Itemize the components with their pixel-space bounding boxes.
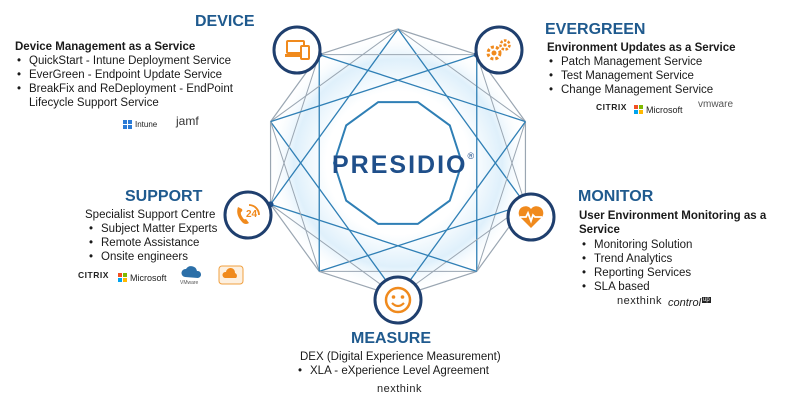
monitor-item: Reporting Services: [580, 266, 692, 280]
jamf-logo: jamf: [176, 114, 199, 128]
microsoft-logo-text: Microsoft: [130, 272, 167, 283]
microsoft-logo-text: Microsoft: [646, 104, 683, 115]
star-edge: [270, 53, 477, 123]
star-edge: [270, 121, 399, 298]
chord-edge: [476, 121, 526, 272]
controlup-logo-text: control: [668, 297, 702, 309]
outer-edge: [319, 28, 399, 56]
evergreen-item: Patch Management Service: [547, 55, 713, 69]
chord-edge: [270, 204, 399, 298]
device-item-list: QuickStart - Intune Deployment Service E…: [15, 54, 233, 96]
nexthink-logo: nexthink: [617, 295, 662, 307]
chord-edge: [476, 54, 526, 205]
evergreen-subtitle: Environment Updates as a Service: [547, 42, 736, 54]
outer-edge: [397, 28, 477, 56]
microsoft-logo: Microsoft: [118, 269, 167, 283]
presidio-logo-text: PRESIDIO: [332, 151, 468, 179]
outer-edge: [270, 204, 320, 272]
star-edge: [319, 203, 526, 273]
monitor-item: Trend Analytics: [580, 252, 692, 266]
citrix-logo: CITRIX: [78, 270, 109, 280]
registered-mark: ®: [467, 151, 477, 161]
support-node-circle: [223, 190, 273, 240]
star-edge: [319, 53, 526, 123]
measure-heading: MEASURE: [351, 330, 432, 347]
evergreen-node-circle: [474, 25, 524, 75]
cloud-service-logo: [218, 265, 244, 287]
monitor-item: SLA based: [580, 280, 692, 294]
chord-edge: [270, 121, 320, 272]
monitor-item: Monitoring Solution: [580, 238, 692, 252]
device-node-circle: [272, 25, 322, 75]
chord-edge: [397, 28, 526, 122]
heart-pulse-icon: [518, 206, 544, 228]
monitor-item-list: Monitoring Solution Trend Analytics Repo…: [580, 238, 692, 294]
support-item: Remote Assistance: [87, 236, 217, 250]
vmware-cloud-logo: VMware: [180, 264, 204, 286]
device-item: QuickStart - Intune Deployment Service: [15, 54, 233, 68]
nexthink-logo: nexthink: [377, 383, 422, 395]
support-item: Onsite engineers: [87, 250, 217, 264]
laptop-phone-icon: [285, 40, 310, 60]
jamf-logo-text: jamf: [176, 114, 199, 128]
evergreen-heading: EVERGREEN: [545, 21, 646, 38]
microsoft-logo: Microsoft: [634, 101, 683, 115]
device-item: EverGreen - Endpoint Update Service: [15, 68, 233, 82]
svg-text:24: 24: [246, 209, 258, 220]
measure-item-list: XLA - eXperience Level Agreement: [296, 364, 489, 378]
cloud-icon: [181, 266, 202, 278]
inner-decagon: [332, 101, 464, 225]
evergreen-item: Test Management Service: [547, 69, 713, 83]
device-subtitle: Device Management as a Service: [15, 41, 196, 53]
star-edge: [270, 28, 399, 205]
evergreen-item-list: Patch Management Service Test Management…: [547, 55, 713, 97]
device-item: BreakFix and ReDeployment - EndPoint: [15, 82, 233, 96]
measure-node-circle: [373, 275, 423, 325]
star-edge: [270, 203, 477, 273]
monitor-subtitle-line1: User Environment Monitoring as a: [579, 210, 767, 222]
presidio-logo: PRESIDIO®: [332, 151, 476, 180]
support-subtitle: Specialist Support Centre: [85, 209, 216, 221]
measure-subtitle: DEX (Digital Experience Measurement): [300, 351, 501, 363]
device-heading: DEVICE: [195, 13, 255, 30]
monitor-heading: MONITOR: [578, 188, 654, 205]
support-heading: SUPPORT: [125, 188, 203, 205]
phone-24-icon: 24: [237, 204, 260, 224]
measure-item: XLA - eXperience Level Agreement: [296, 364, 489, 378]
gears-icon: [486, 39, 511, 61]
star-edge: [397, 121, 526, 298]
intune-logo: Intune: [123, 116, 157, 129]
monitor-subtitle-line2: Service: [579, 224, 620, 236]
vmware-logo-text: VMware: [180, 280, 199, 286]
star-edge: [397, 28, 526, 205]
support-item: Subject Matter Experts: [87, 222, 217, 236]
intune-logo-text: Intune: [135, 120, 158, 129]
vmware-logo: vmware: [698, 99, 734, 110]
evergreen-item: Change Management Service: [547, 83, 713, 97]
device-item-continuation: Lifecycle Support Service: [29, 97, 159, 109]
citrix-logo: CITRIX: [596, 102, 627, 112]
chord-edge: [397, 204, 526, 298]
smiley-face-icon: [384, 286, 412, 314]
chord-edge: [270, 54, 320, 205]
support-item-list: Subject Matter Experts Remote Assistance…: [87, 222, 217, 264]
orange-cloud-icon: [218, 265, 244, 285]
controlup-logo-badge: up: [702, 297, 711, 303]
chord-edge: [270, 28, 399, 122]
